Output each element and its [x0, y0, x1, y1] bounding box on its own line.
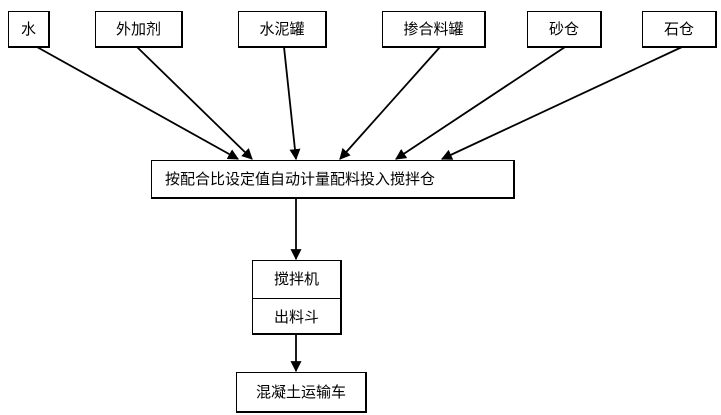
source-admixture-label: 外加剂 [115, 19, 161, 38]
source-cement-tank-label: 水泥罐 [259, 19, 305, 38]
truck-box: 混凝土运输车 [236, 372, 367, 413]
source-admixture: 外加剂 [95, 11, 183, 48]
source-blend-tank: 掺合料罐 [382, 11, 486, 48]
truck-label: 混凝土运输车 [255, 382, 346, 401]
source-stone-bin-label: 石仓 [663, 19, 694, 38]
mixer-cell: 搅拌机 [253, 261, 340, 298]
arrow-blend-tank-to-dosing [339, 46, 441, 160]
outlet-cell: 出料斗 [253, 299, 340, 335]
dosing-label: 按配合比设定值自动计量配料投入搅拌仓 [165, 169, 436, 188]
arrow-sand-bin-to-dosing [395, 46, 566, 160]
arrow-water-to-dosing [36, 46, 239, 160]
source-water: 水 [8, 11, 50, 48]
mixer-label: 搅拌机 [273, 270, 319, 288]
arrow-stone-bin-to-dosing [441, 46, 683, 160]
arrow-admixture-to-dosing [136, 46, 253, 160]
dosing-box: 按配合比设定值自动计量配料投入搅拌仓 [151, 160, 515, 199]
arrow-cement-tank-to-dosing [283, 46, 301, 161]
source-cement-tank: 水泥罐 [238, 11, 327, 48]
source-stone-bin: 石仓 [642, 11, 717, 48]
source-water-label: 水 [20, 19, 36, 38]
outlet-label: 出料斗 [273, 307, 319, 326]
mixer-box: 搅拌机 出料斗 [252, 260, 342, 335]
source-sand-bin-label: 砂仓 [548, 19, 579, 38]
mixer-divider [253, 298, 340, 299]
source-blend-tank-label: 掺合料罐 [403, 19, 464, 38]
source-sand-bin: 砂仓 [527, 11, 602, 48]
